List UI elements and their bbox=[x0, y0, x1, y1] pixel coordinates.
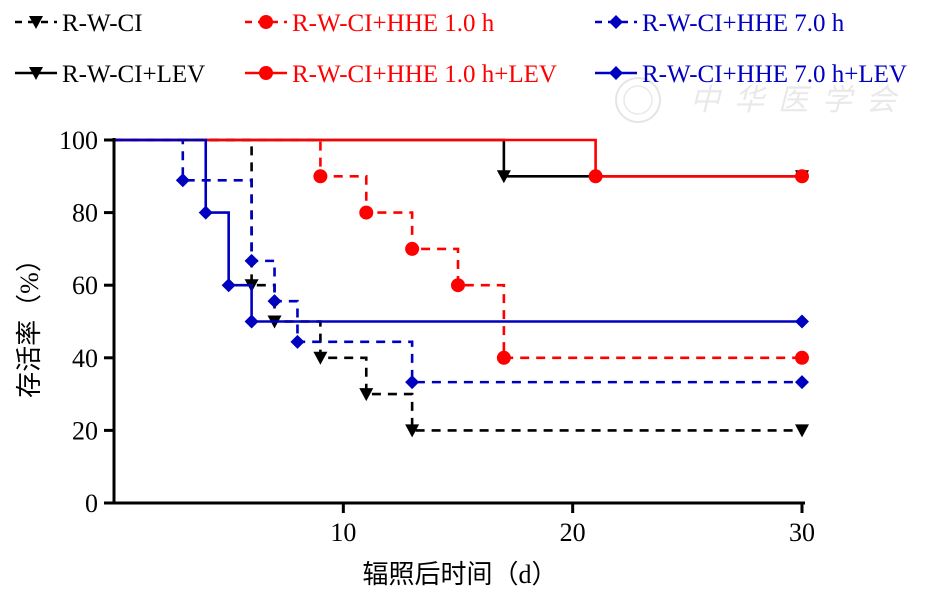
triangle-marker bbox=[29, 67, 43, 80]
triangle-marker bbox=[496, 170, 511, 184]
y-tick-label: 80 bbox=[72, 199, 98, 228]
triangle-marker bbox=[359, 388, 374, 402]
series-r-w-ci-hhe-7-0-h bbox=[114, 138, 809, 390]
legend-item: R-W-CI+HHE 1.0 h+LEV bbox=[245, 61, 557, 88]
diamond-marker bbox=[267, 294, 282, 309]
series-group bbox=[114, 138, 809, 438]
circle-marker bbox=[405, 241, 420, 256]
survival-line bbox=[114, 138, 802, 323]
x-tick-label: 10 bbox=[330, 518, 356, 547]
diamond-marker bbox=[795, 375, 809, 390]
watermark-logo: 中华医学会 bbox=[615, 77, 910, 123]
circle-marker bbox=[496, 350, 511, 365]
circle-marker bbox=[359, 205, 374, 220]
circle-marker bbox=[795, 350, 809, 365]
legend-item: R-W-CI+LEV bbox=[15, 61, 205, 88]
triangle-marker bbox=[29, 16, 43, 29]
series-r-w-ci-hhe-1-0-h bbox=[114, 138, 809, 365]
legend-item: R-W-CI+HHE 1.0 h bbox=[245, 10, 495, 37]
x-tick-label: 30 bbox=[789, 518, 815, 547]
triangle-marker bbox=[405, 424, 420, 438]
diamond-marker bbox=[244, 314, 259, 329]
diamond-marker bbox=[609, 66, 623, 80]
survival-line bbox=[114, 138, 802, 178]
y-tick-label: 60 bbox=[72, 271, 98, 300]
circle-marker bbox=[313, 169, 328, 184]
axes: 0 20 40 60 80 100 10 20 30 bbox=[59, 126, 815, 547]
diamond-marker bbox=[221, 278, 236, 293]
diamond-marker bbox=[198, 205, 213, 220]
legend: R-W-CI R-W-CI+HHE 1.0 h R-W-CI+HHE 7.0 h R-… bbox=[15, 10, 907, 88]
legend-item: R-W-CI bbox=[15, 10, 143, 37]
legend-label: R-W-CI bbox=[62, 10, 143, 37]
survival-line bbox=[114, 138, 802, 360]
legend-item: R-W-CI+HHE 7.0 h+LEV bbox=[595, 61, 907, 88]
y-tick-label: 20 bbox=[72, 416, 98, 445]
legend-item: R-W-CI+HHE 7.0 h bbox=[595, 10, 845, 37]
diamond-marker bbox=[609, 15, 623, 29]
y-tick-label: 0 bbox=[85, 489, 98, 518]
survival-line bbox=[114, 138, 802, 178]
y-axis-label: 存活率（%） bbox=[15, 246, 44, 398]
series-r-w-ci-hhe-1-0-h-lev bbox=[114, 138, 809, 184]
circle-marker bbox=[451, 278, 465, 293]
legend-label: R-W-CI+HHE 7.0 h+LEV bbox=[642, 61, 907, 88]
diamond-marker bbox=[175, 173, 190, 188]
circle-marker bbox=[588, 169, 603, 184]
y-tick-label: 40 bbox=[72, 344, 98, 373]
legend-label: R-W-CI+LEV bbox=[62, 61, 205, 88]
circle-marker bbox=[259, 15, 273, 29]
diamond-marker bbox=[405, 375, 420, 390]
circle-marker bbox=[259, 66, 273, 80]
x-tick-label: 20 bbox=[560, 518, 586, 547]
diamond-marker bbox=[244, 253, 259, 268]
legend-label: R-W-CI+HHE 1.0 h bbox=[292, 10, 495, 37]
x-axis-label: 辐照后时间（d） bbox=[362, 560, 557, 589]
legend-label: R-W-CI+HHE 1.0 h+LEV bbox=[292, 61, 557, 88]
legend-label: R-W-CI+HHE 7.0 h bbox=[642, 10, 845, 37]
diamond-marker bbox=[290, 334, 305, 349]
diamond-marker bbox=[795, 314, 809, 329]
svg-text:中华医学会: 中华医学会 bbox=[690, 84, 910, 117]
triangle-marker bbox=[313, 351, 328, 365]
triangle-marker bbox=[795, 424, 809, 438]
circle-marker bbox=[795, 169, 809, 184]
y-tick-label: 100 bbox=[59, 126, 98, 155]
series-r-w-ci-hhe-7-0-h-lev bbox=[114, 138, 809, 329]
